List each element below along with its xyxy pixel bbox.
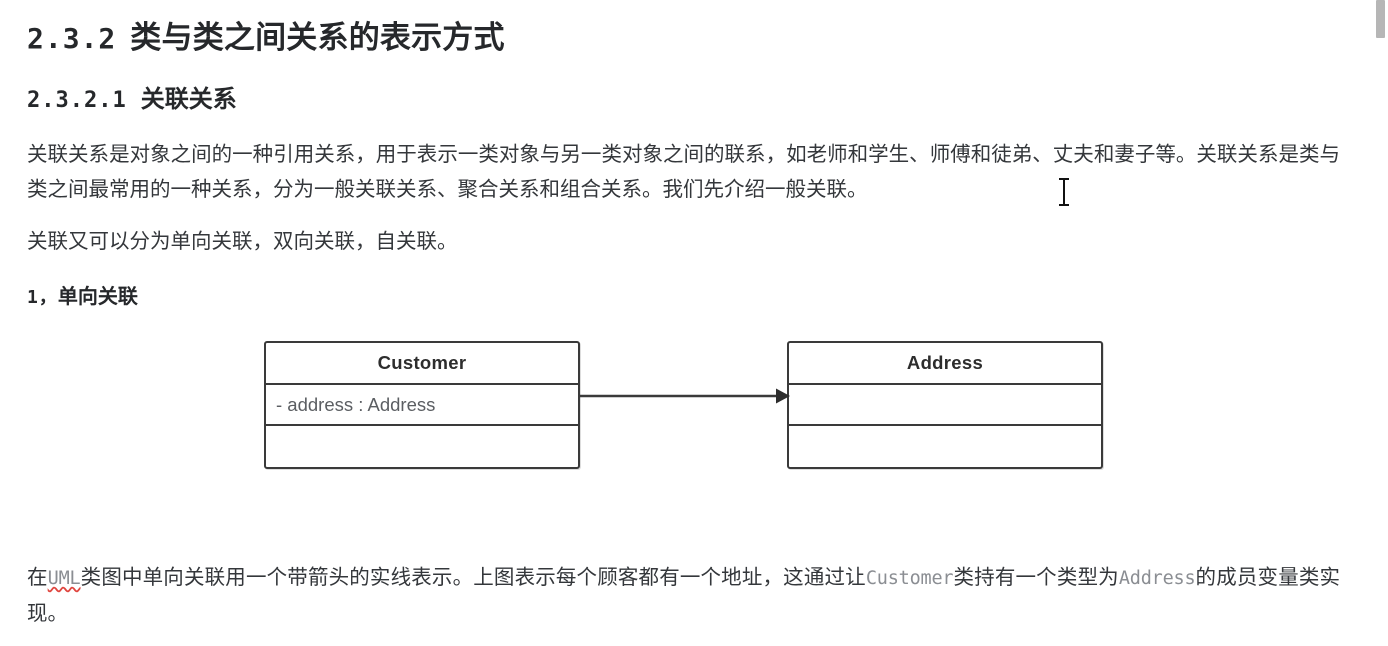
uml-attribute-address: - address : Address (266, 385, 578, 427)
uml-attributes-address (789, 385, 1101, 427)
section-number: 2.3.2 (27, 22, 117, 55)
association-arrow-icon (578, 388, 790, 404)
uml-operations-customer (266, 426, 578, 467)
text-fragment-1: 在 (27, 566, 48, 590)
list-item-title: 单向关联 (57, 286, 138, 309)
text-fragment-3: 类持有一个类型为 (953, 566, 1119, 590)
section-title: 类与类之间关系的表示方式 (130, 20, 505, 55)
uml-class-customer: Customer - address : Address (264, 341, 580, 470)
vertical-scrollbar[interactable] (1374, 0, 1388, 646)
code-customer: Customer (865, 568, 954, 590)
uml-class-name-address: Address (789, 343, 1101, 386)
paragraph-uml-explanation: 在UML类图中单向关联用一个带箭头的实线表示。上图表示每个顾客都有一个地址，这通… (27, 539, 1340, 631)
list-item-unidirectional: 1，单向关联 (27, 259, 1340, 313)
paragraph-association-definition: 关联关系是对象之间的一种引用关系，用于表示一类对象与另一类对象之间的联系，如老师… (27, 142, 1340, 201)
subsection-number: 2.3.2.1 (27, 87, 127, 113)
uml-class-diagram: Customer - address : Address Address (27, 339, 1340, 539)
text-fragment-4: 的成员变量类实现。 (27, 566, 1341, 625)
document-content: 2.3.2 类与类之间关系的表示方式 2.3.2.1 关联关系 关联关系是对象之间的… (27, 0, 1340, 631)
subsection-title: 关联关系 (140, 85, 237, 113)
list-item-number: 1， (27, 287, 58, 309)
uml-class-name-customer: Customer (266, 343, 578, 386)
code-uml: UML (47, 568, 81, 590)
subsection-heading: 2.3.2.1 关联关系 (27, 59, 1340, 116)
uml-operations-address (789, 426, 1101, 467)
uml-class-address: Address (787, 341, 1103, 470)
paragraph-association-kinds: 关联又可以分为单向关联，双向关联，自关联。 (27, 230, 458, 253)
section-heading: 2.3.2 类与类之间关系的表示方式 (27, 0, 1340, 59)
scrollbar-thumb[interactable] (1376, 0, 1385, 38)
text-fragment-2: 类图中单向关联用一个带箭头的实线表示。上图表示每个顾客都有一个地址，这通过让 (80, 566, 866, 590)
code-address: Address (1118, 568, 1196, 590)
